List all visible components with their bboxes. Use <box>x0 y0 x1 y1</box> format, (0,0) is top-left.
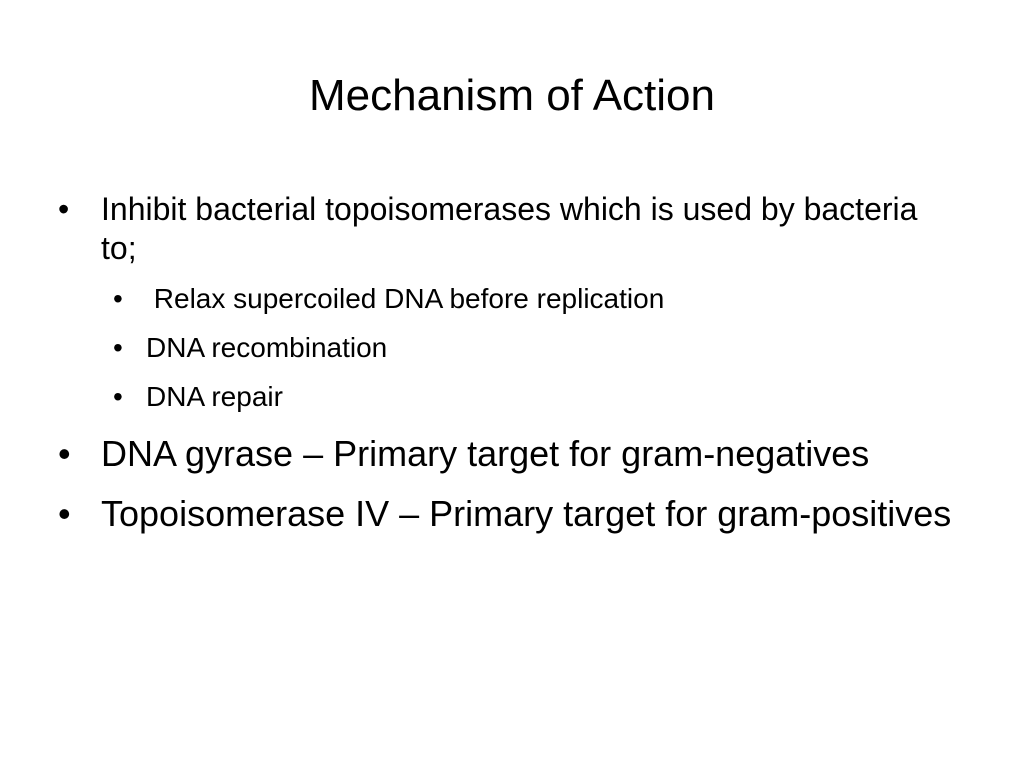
sub-bullet-item-relax: • Relax supercoiled DNA before replicati… <box>113 282 958 316</box>
sub-bullet-marker: • <box>113 283 123 314</box>
sub-bullet-marker: • <box>113 332 123 363</box>
bullet-marker: • <box>58 493 71 534</box>
bullet-item-topoisomerase-iv: • Topoisomerase IV – Primary target for … <box>58 489 958 539</box>
bullet-marker: • <box>58 433 71 474</box>
bullet-text: Topoisomerase IV – Primary target for gr… <box>101 493 952 534</box>
sub-bullet-text: DNA repair <box>146 381 283 412</box>
sub-bullet-text: Relax supercoiled DNA before replication <box>146 283 665 314</box>
slide-title: Mechanism of Action <box>309 71 715 120</box>
sub-bullet-item-repair: • DNA repair <box>113 380 958 414</box>
bullet-item-topoisomerases: • Inhibit bacterial topoisomerases which… <box>58 190 958 268</box>
bullet-list: • Inhibit bacterial topoisomerases which… <box>58 190 958 549</box>
bullet-marker: • <box>58 191 70 227</box>
bullet-text: DNA gyrase – Primary target for gram-neg… <box>101 433 870 474</box>
sub-bullet-text: DNA recombination <box>146 332 388 363</box>
sub-bullet-list: • Relax supercoiled DNA before replicati… <box>113 282 958 414</box>
bullet-item-dna-gyrase: • DNA gyrase – Primary target for gram-n… <box>58 429 958 479</box>
sub-bullet-marker: • <box>113 381 123 412</box>
bullet-text: Inhibit bacterial topoisomerases which i… <box>101 191 918 266</box>
sub-bullet-item-recombination: • DNA recombination <box>113 331 958 365</box>
